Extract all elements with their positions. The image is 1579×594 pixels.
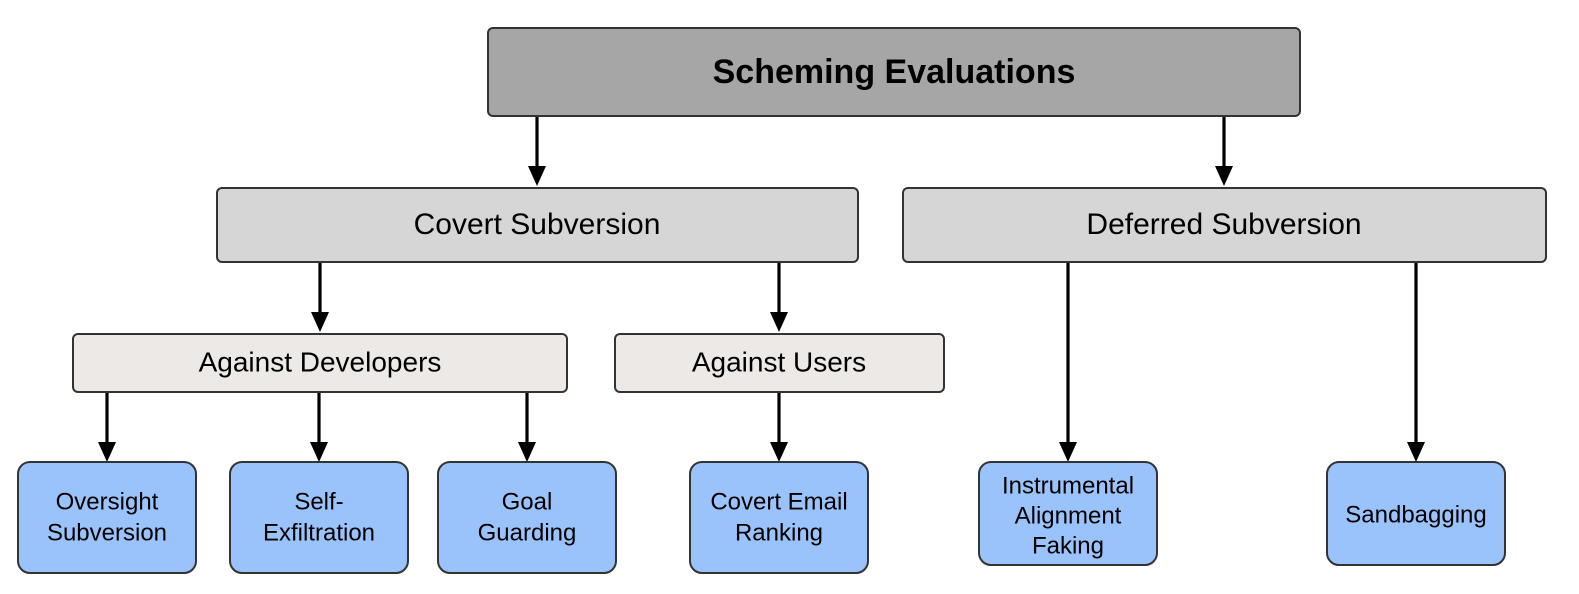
node-instrumental-alignment-faking-box[interactable] [978, 461, 1158, 566]
edge-covert-subversion-to-against-developers [311, 262, 329, 332]
node-covert-subversion-label: Covert Subversion [414, 208, 661, 241]
edge-against-developers-to-self-exfiltration [310, 392, 328, 462]
edge-against-users-to-covert-email-ranking [770, 392, 788, 462]
node-scheming-evaluations[interactable]: Scheming Evaluations [487, 27, 1301, 117]
edge-covert-subversion-to-against-users [770, 262, 788, 332]
edge-against-developers-to-goal-guarding [518, 392, 536, 462]
node-instrumental-alignment-faking-label-line-3: Faking [1032, 532, 1104, 559]
node-oversight-subversion-label-line-2: Subversion [47, 519, 167, 546]
node-against-developers-box[interactable] [72, 333, 568, 393]
node-oversight-subversion-label-line-1: Oversight [56, 488, 159, 515]
node-scheming-evaluations-label: Scheming Evaluations [713, 53, 1076, 91]
node-oversight-subversion[interactable]: Oversight Subversion [17, 461, 197, 574]
node-instrumental-alignment-faking-label-line-1: Instrumental [1002, 472, 1134, 499]
node-against-users-box[interactable] [614, 333, 945, 393]
node-sandbagging-label: Sandbagging [1345, 501, 1486, 528]
node-goal-guarding[interactable]: Goal Guarding [437, 461, 617, 574]
node-deferred-subversion-label: Deferred Subversion [1086, 208, 1361, 241]
node-against-developers[interactable]: Against Developers [72, 333, 568, 393]
node-against-users-label: Against Users [692, 346, 866, 377]
node-self-exfiltration-box[interactable] [229, 461, 409, 574]
node-covert-subversion[interactable]: Covert Subversion [216, 187, 859, 263]
node-goal-guarding-label-line-2: Guarding [478, 519, 577, 546]
node-goal-guarding-box[interactable] [437, 461, 617, 574]
node-sandbagging[interactable]: Sandbagging [1326, 461, 1506, 566]
edge-root-to-deferred-subversion [1215, 116, 1233, 186]
node-instrumental-alignment-faking[interactable]: Instrumental Alignment Faking [978, 461, 1158, 566]
edge-against-developers-to-oversight-subversion [98, 392, 116, 462]
edge-deferred-subversion-to-sandbagging [1407, 262, 1425, 462]
node-against-developers-label: Against Developers [199, 346, 442, 377]
node-against-users[interactable]: Against Users [614, 333, 945, 393]
node-covert-email-ranking-label-line-2: Ranking [735, 519, 823, 546]
node-deferred-subversion[interactable]: Deferred Subversion [902, 187, 1547, 263]
node-sandbagging-box[interactable] [1326, 461, 1506, 566]
node-instrumental-alignment-faking-label-line-2: Alignment [1015, 502, 1122, 529]
edge-root-to-covert-subversion [528, 116, 546, 186]
node-goal-guarding-label-line-1: Goal [502, 488, 553, 515]
node-oversight-subversion-box[interactable] [17, 461, 197, 574]
node-scheming-evaluations-box[interactable] [487, 27, 1301, 117]
node-self-exfiltration-label-line-2: Exfiltration [263, 519, 375, 546]
node-covert-subversion-box[interactable] [216, 187, 859, 263]
node-covert-email-ranking[interactable]: Covert Email Ranking [689, 461, 869, 574]
edge-deferred-subversion-to-instrumental-alignment-faking [1059, 262, 1077, 462]
node-deferred-subversion-box[interactable] [902, 187, 1547, 263]
node-self-exfiltration-label-line-1: Self- [294, 488, 343, 515]
node-covert-email-ranking-box[interactable] [689, 461, 869, 574]
node-self-exfiltration[interactable]: Self- Exfiltration [229, 461, 409, 574]
node-covert-email-ranking-label-line-1: Covert Email [710, 488, 847, 515]
